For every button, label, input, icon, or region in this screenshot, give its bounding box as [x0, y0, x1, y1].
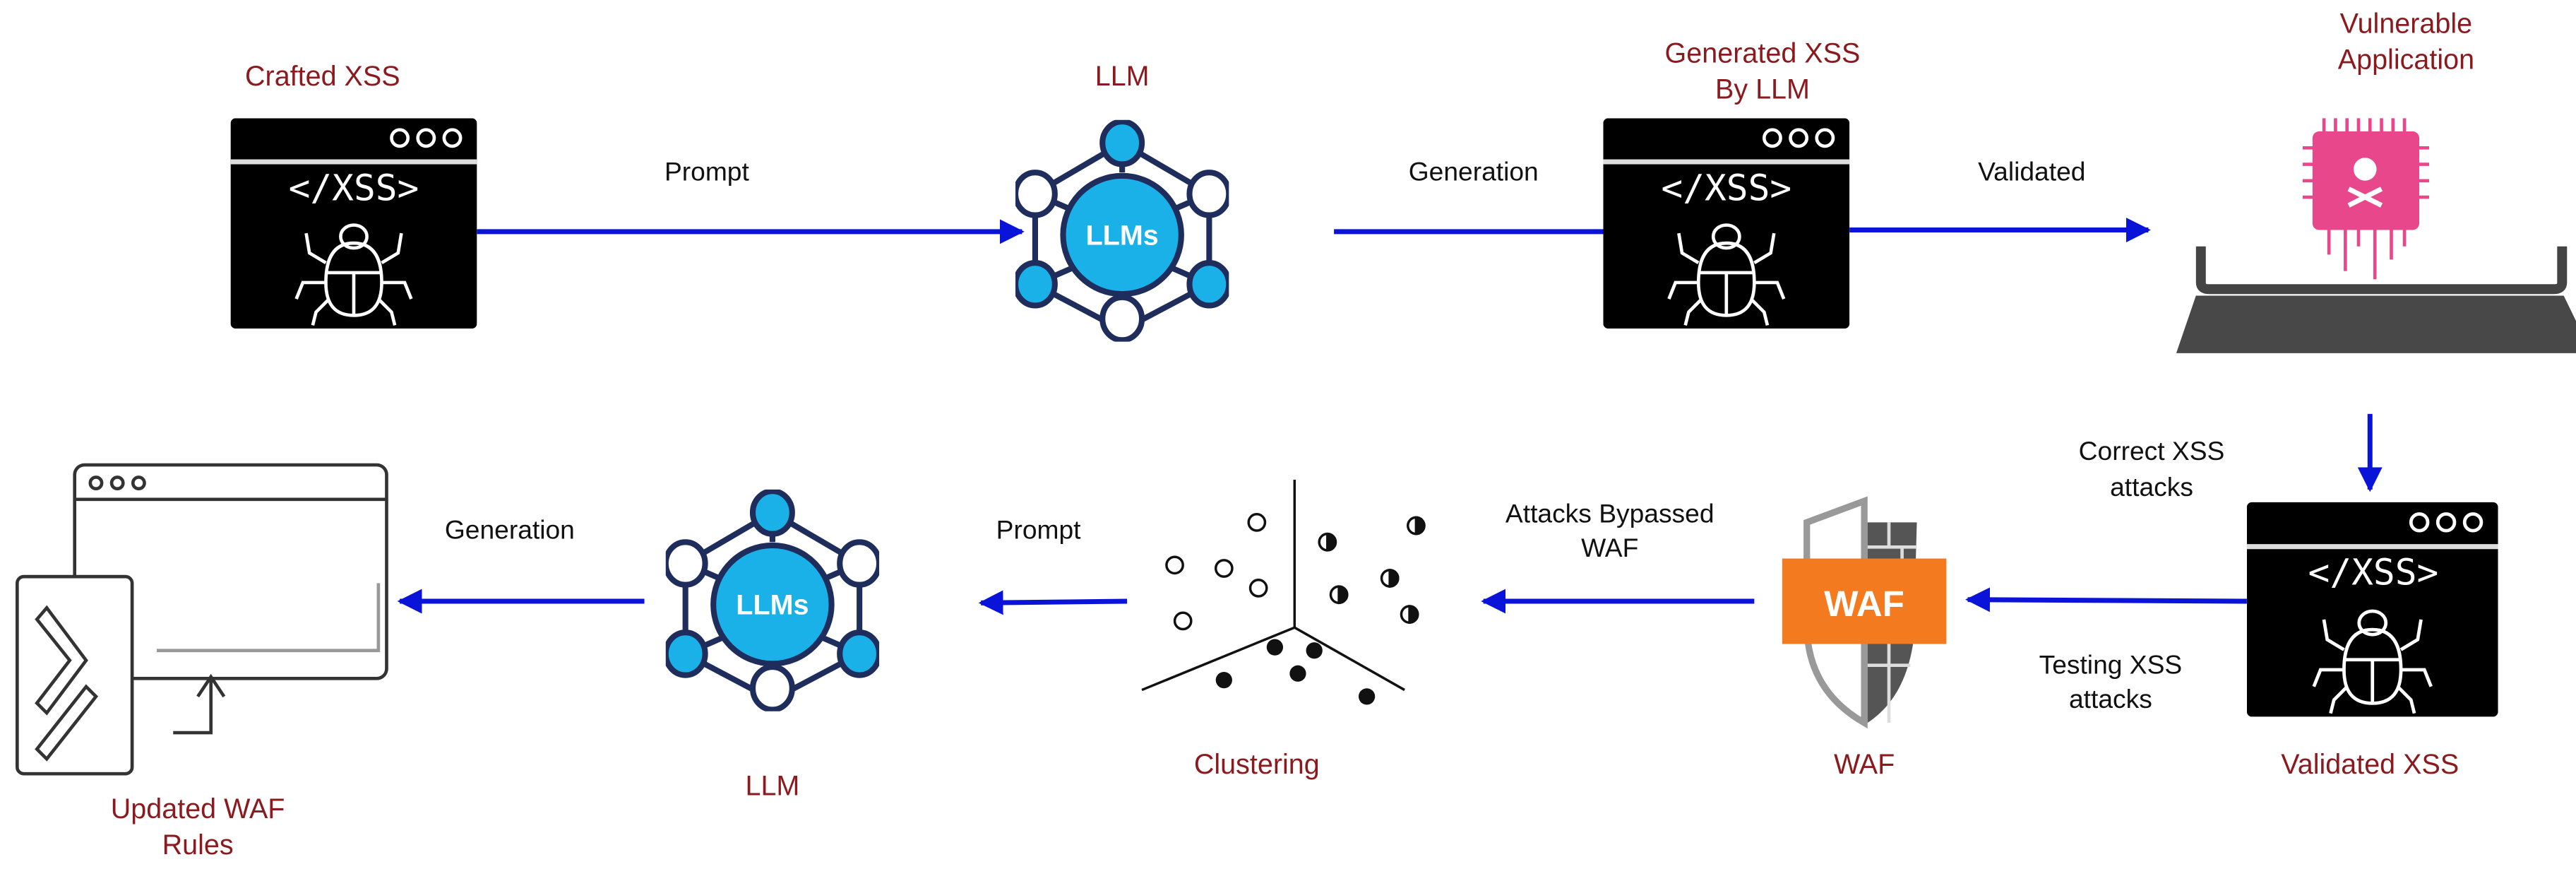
attacks-bypassed-label-2: WAF — [1581, 533, 1638, 562]
validated-label: Validated — [1978, 157, 2085, 187]
crafted-xss-window-icon: </XSS> — [231, 118, 477, 329]
llm-badge-text: LLMs — [1086, 220, 1159, 251]
updated-waf-label-1: Updated WAF — [111, 793, 285, 824]
correct-xss-label-2: attacks — [2110, 472, 2193, 502]
skull-icon — [2354, 158, 2377, 181]
llm-badge-text-2: LLMs — [736, 590, 809, 621]
attacks-bypassed-label-1: Attacks Bypassed — [1505, 498, 1715, 528]
crafted-xss-label: Crafted XSS — [245, 61, 400, 92]
correct-xss-label-1: Correct XSS — [2079, 436, 2225, 466]
clustering-label: Clustering — [1194, 749, 1320, 780]
llm-network-icon: LLMs — [1015, 122, 1229, 340]
prompt-label-2: Prompt — [996, 515, 1082, 545]
waf-badge-text: WAF — [1824, 584, 1904, 624]
validated-xss-code: </XSS> — [2308, 552, 2439, 594]
updated-waf-rules-icon — [16, 463, 388, 776]
llm-bottom-label: LLM — [745, 770, 799, 801]
updated-waf-label-2: Rules — [162, 829, 234, 861]
vulnerable-app-label-2: Application — [2338, 45, 2474, 76]
laptop-malware-icon — [2176, 118, 2576, 353]
waf-shield-icon: WAF — [1782, 496, 1947, 729]
clustering-icon — [1141, 479, 1426, 705]
waf-label: WAF — [1834, 749, 1895, 780]
llm-network-icon-2: LLMs — [666, 491, 879, 709]
prompt-arrow-2 — [978, 590, 1128, 615]
generation-label: Generation — [1409, 157, 1539, 187]
llm-top-label: LLM — [1095, 61, 1150, 92]
vulnerable-app-label-1: Vulnerable — [2340, 8, 2472, 40]
testing-xss-label-2: attacks — [2069, 684, 2152, 714]
generated-xss-label-1: Generated XSS — [1665, 37, 1861, 69]
testing-xss-arrow — [1965, 587, 2247, 613]
crafted-xss-code: </XSS> — [289, 168, 419, 210]
generation-label-2: Generation — [445, 515, 575, 545]
validated-xss-window-icon: </XSS> — [2247, 502, 2498, 717]
validated-xss-label: Validated XSS — [2281, 749, 2459, 780]
generated-xss-window-icon: </XSS> — [1603, 118, 1849, 329]
prompt-label: Prompt — [664, 157, 750, 187]
generated-xss-code: </XSS> — [1661, 168, 1791, 210]
generated-xss-label-2: By LLM — [1715, 74, 1810, 105]
testing-xss-label-1: Testing XSS — [2039, 649, 2183, 679]
